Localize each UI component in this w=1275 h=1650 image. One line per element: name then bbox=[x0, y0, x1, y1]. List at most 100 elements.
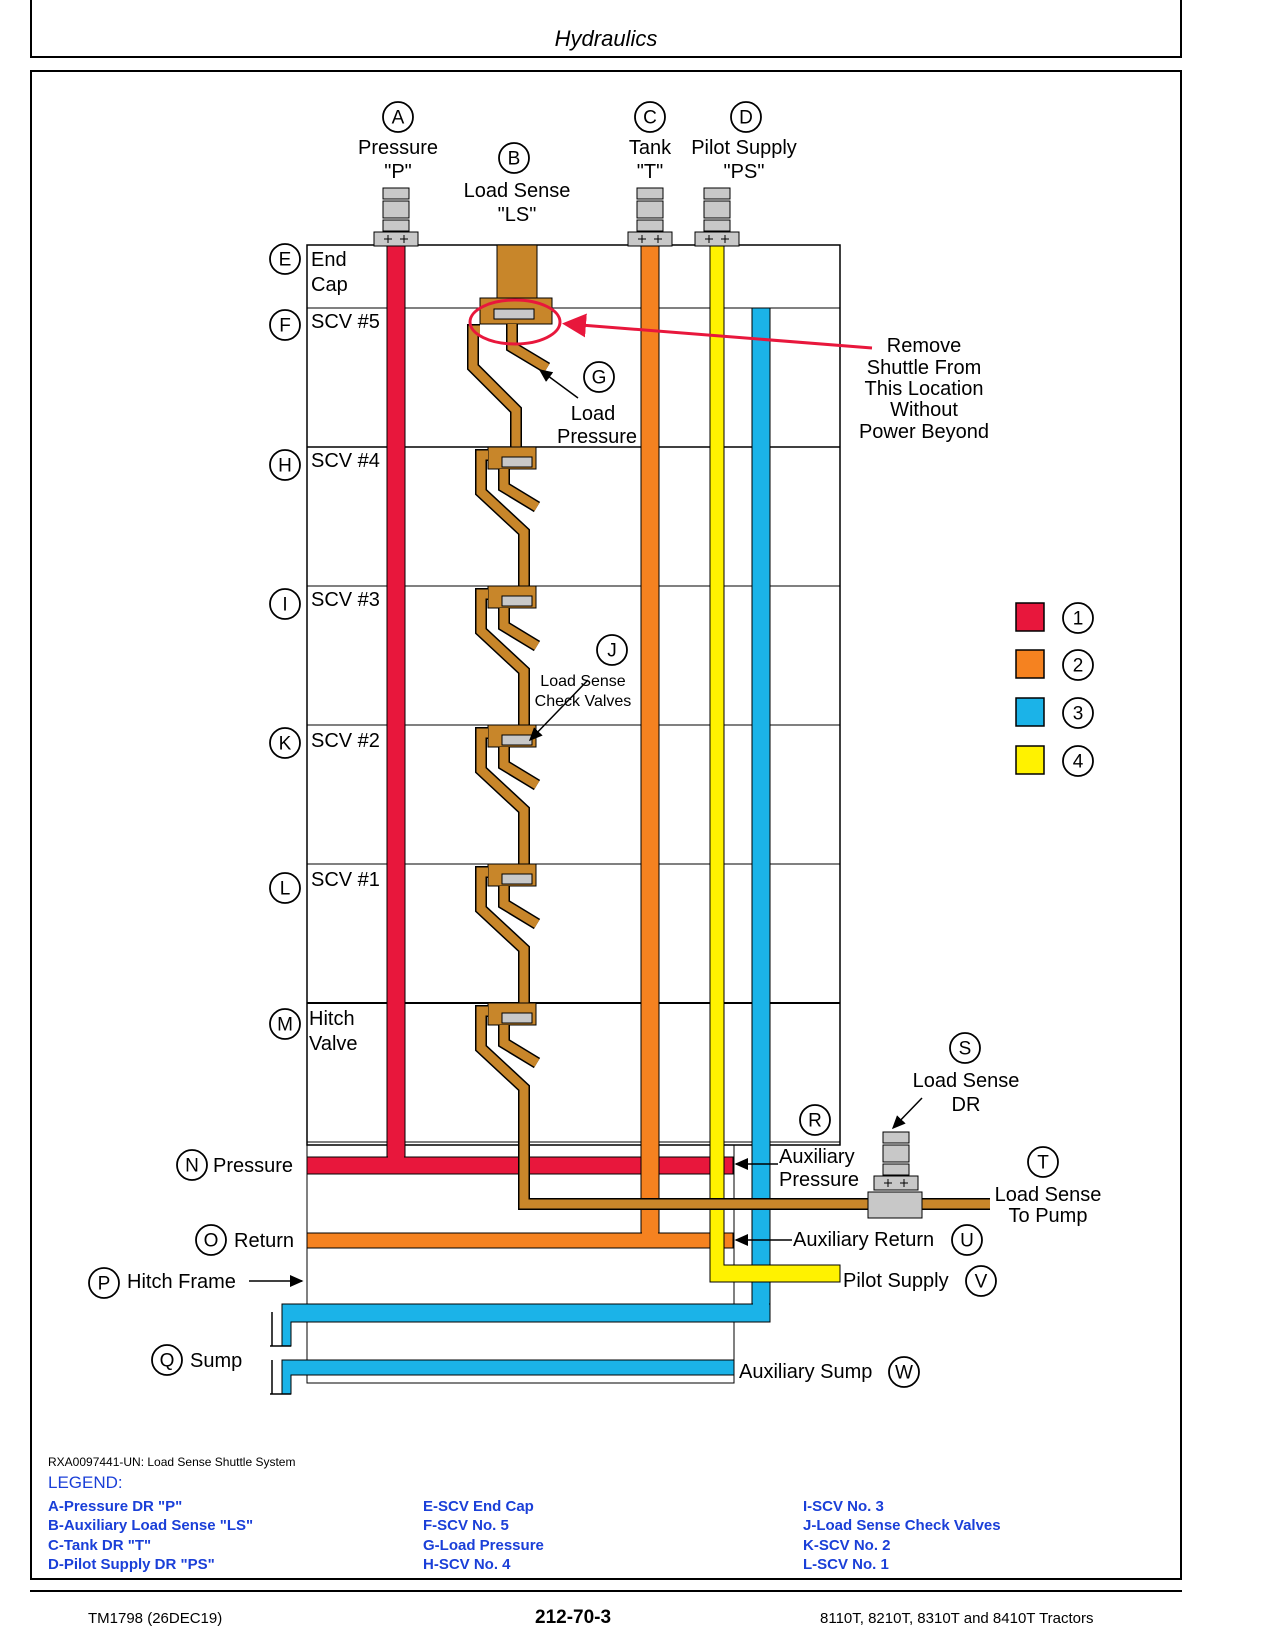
marker-n: N bbox=[185, 1156, 199, 1177]
marker-k: K bbox=[279, 734, 292, 755]
marker-u: U bbox=[960, 1231, 974, 1252]
color-swatch-2 bbox=[1015, 649, 1045, 679]
label-aux-pressure-2: Pressure bbox=[779, 1169, 859, 1191]
footer-manual-id: TM1798 (26DEC19) bbox=[88, 1610, 223, 1627]
label-aux-pressure-1: Auxiliary bbox=[779, 1146, 855, 1168]
callout-s-2: DR bbox=[952, 1094, 981, 1116]
section-scv1: SCV #1 bbox=[311, 869, 380, 891]
marker-s: S bbox=[959, 1039, 972, 1060]
port-d-code: "PS" bbox=[724, 161, 765, 183]
legend-column-3: I-SCV No. 3 J-Load Sense Check Valves K-… bbox=[803, 1497, 1001, 1574]
page-title: Hydraulics bbox=[554, 26, 658, 51]
callout-t-2: To Pump bbox=[1009, 1205, 1088, 1227]
legend-column-2: E-SCV End Cap F-SCV No. 5 G-Load Pressur… bbox=[423, 1497, 544, 1574]
fitting-s bbox=[867, 1131, 923, 1219]
remove-note-3: This Location bbox=[865, 378, 984, 400]
label-return: Return bbox=[234, 1230, 294, 1252]
legend-item: L-SCV No. 1 bbox=[803, 1555, 889, 1573]
marker-q: Q bbox=[160, 1351, 175, 1372]
arrows bbox=[249, 369, 923, 1287]
label-aux-return: Auxiliary Return bbox=[793, 1229, 934, 1251]
marker-i: I bbox=[282, 595, 287, 616]
marker-c: C bbox=[643, 108, 657, 129]
marker-r: R bbox=[808, 1111, 822, 1132]
callout-s-1: Load Sense bbox=[913, 1070, 1020, 1092]
callout-t-1: Load Sense bbox=[995, 1184, 1102, 1206]
footer-page-number: 212-70-3 bbox=[535, 1607, 612, 1628]
legend-item: B-Auxiliary Load Sense "LS" bbox=[48, 1517, 254, 1535]
marker-m: M bbox=[277, 1015, 293, 1036]
marker-d: D bbox=[739, 108, 753, 129]
legend-item: C-Tank DR "T" bbox=[48, 1536, 152, 1554]
port-b-code: "LS" bbox=[498, 204, 537, 226]
legend-item: J-Load Sense Check Valves bbox=[803, 1517, 1001, 1535]
label-sump: Sump bbox=[190, 1350, 242, 1372]
marker-f: F bbox=[279, 316, 291, 337]
port-d-label: Pilot Supply bbox=[691, 137, 797, 159]
section-scv3: SCV #3 bbox=[311, 589, 380, 611]
figure-caption: RXA0097441-UN: Load Sense Shuttle System bbox=[48, 1455, 296, 1469]
marker-p: P bbox=[98, 1274, 111, 1295]
sump-line bbox=[270, 307, 771, 1395]
color-swatch-3 bbox=[1015, 697, 1045, 727]
label-pilot-supply: Pilot Supply bbox=[843, 1270, 949, 1292]
marker-g: G bbox=[592, 368, 607, 389]
tank-line bbox=[306, 244, 734, 1249]
port-b-label: Load Sense bbox=[464, 180, 571, 202]
marker-v: V bbox=[975, 1272, 988, 1293]
color-key-2: 2 bbox=[1073, 656, 1084, 677]
port-a-code: "P" bbox=[384, 161, 412, 183]
port-c-code: "T" bbox=[637, 161, 663, 183]
figure-frame bbox=[30, 70, 1182, 1580]
legend-item: E-SCV End Cap bbox=[423, 1498, 534, 1515]
color-key-1: 1 bbox=[1073, 609, 1084, 630]
color-swatch-4 bbox=[1015, 745, 1045, 775]
callout-j-1: Load Sense bbox=[540, 673, 626, 690]
marker-h: H bbox=[278, 456, 292, 477]
label-pressure: Pressure bbox=[213, 1155, 293, 1177]
marker-j: J bbox=[607, 641, 617, 662]
section-scv5: SCV #5 bbox=[311, 311, 380, 333]
footer-models: 8110T, 8210T, 8310T and 8410T Tractors bbox=[820, 1610, 1094, 1627]
marker-a: A bbox=[392, 108, 405, 129]
legend-item: A-Pressure DR "P" bbox=[48, 1498, 183, 1515]
color-key: 1 2 3 4 bbox=[1015, 602, 1094, 777]
section-scv4: SCV #4 bbox=[311, 450, 380, 472]
legend-item: K-SCV No. 2 bbox=[803, 1536, 891, 1554]
remove-note-5: Power Beyond bbox=[859, 421, 989, 443]
marker-b: B bbox=[508, 149, 521, 170]
remove-note-2: Shuttle From bbox=[867, 357, 981, 379]
legend-item: H-SCV No. 4 bbox=[423, 1555, 511, 1573]
legend-item: I-SCV No. 3 bbox=[803, 1498, 884, 1515]
section-end-cap-1: End bbox=[311, 249, 347, 271]
callout-g-1: Load bbox=[571, 403, 616, 425]
load-sense-line bbox=[467, 244, 990, 1210]
color-key-3: 3 bbox=[1073, 704, 1084, 725]
legend-item: G-Load Pressure bbox=[423, 1536, 544, 1554]
marker-t: T bbox=[1037, 1153, 1049, 1174]
section-hitch-2: Valve bbox=[309, 1033, 358, 1055]
legend-item: D-Pilot Supply DR "PS" bbox=[48, 1555, 215, 1573]
fitting-d bbox=[694, 187, 740, 247]
port-a-label: Pressure bbox=[358, 137, 438, 159]
color-swatch-1 bbox=[1015, 602, 1045, 632]
marker-o: O bbox=[204, 1231, 219, 1252]
shuttle-highlight bbox=[468, 298, 873, 350]
legend-column-1: A-Pressure DR "P" B-Auxiliary Load Sense… bbox=[48, 1497, 253, 1574]
label-hitch-frame: Hitch Frame bbox=[127, 1271, 236, 1293]
legend-item: F-SCV No. 5 bbox=[423, 1517, 509, 1535]
remove-note-4: Without bbox=[890, 399, 958, 421]
marker-w: W bbox=[895, 1363, 913, 1384]
label-aux-sump: Auxiliary Sump bbox=[739, 1361, 872, 1383]
color-key-4: 4 bbox=[1073, 752, 1084, 773]
fitting-c bbox=[627, 187, 673, 247]
section-end-cap-2: Cap bbox=[311, 274, 348, 296]
legend-title: LEGEND: bbox=[48, 1473, 123, 1492]
port-c-label: Tank bbox=[629, 137, 672, 159]
callout-g-2: Pressure bbox=[557, 426, 637, 448]
circle-markers bbox=[88, 101, 1059, 1388]
section-hitch-1: Hitch bbox=[309, 1008, 355, 1030]
fitting-a bbox=[373, 187, 419, 247]
section-scv2: SCV #2 bbox=[311, 730, 380, 752]
remove-note-1: Remove bbox=[887, 335, 961, 357]
